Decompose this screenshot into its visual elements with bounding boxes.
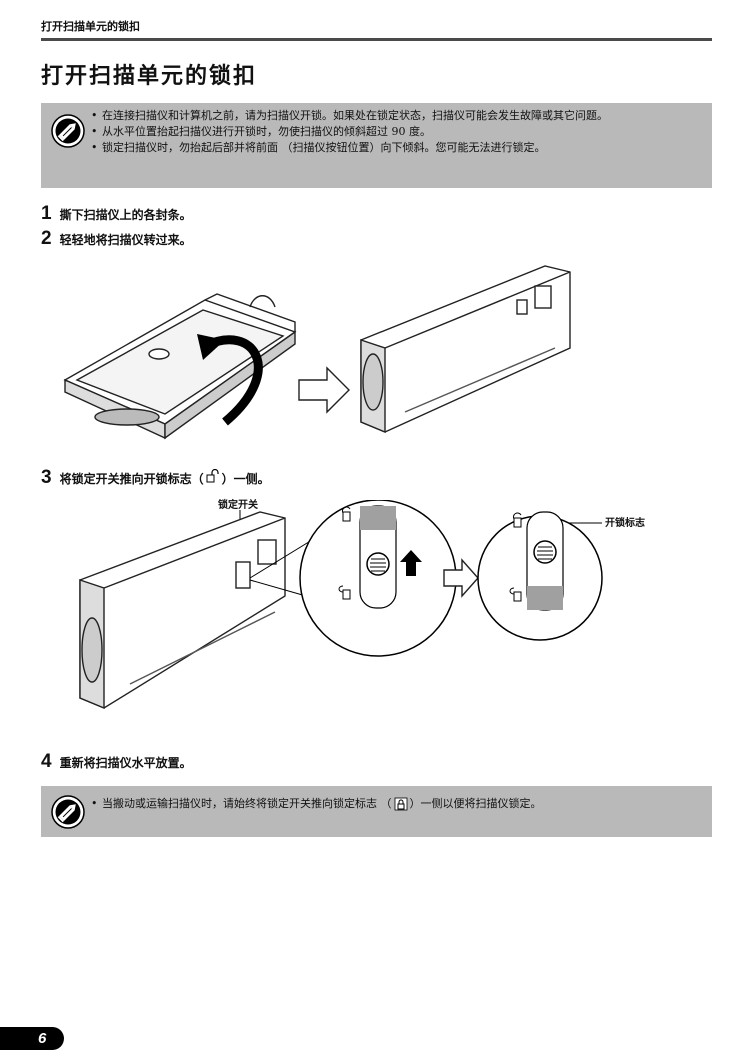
pencil-note-icon xyxy=(51,114,85,148)
step-number: 4 xyxy=(41,751,52,772)
note-item: 在连接扫描仪和计算机之前，请为扫描仪开锁。如果处在锁定状态，扫描仪可能会发生故障… xyxy=(91,108,702,124)
lock-switch-callout: 锁定开关 xyxy=(218,500,258,511)
note-item: 锁定扫描仪时，勿抬起后部并将前面 （扫描仪按钮位置）向下倾斜。您可能无法进行锁定… xyxy=(91,140,702,156)
step-number: 1 xyxy=(41,203,52,224)
note-item: 当搬动或运输扫描仪时，请始终将锁定开关推向锁定标志 （）一侧以便将扫描仪锁定。 xyxy=(91,796,702,812)
step-text: 轻轻地将扫描仪转过来。 xyxy=(59,233,192,247)
note-box-top: 在连接扫描仪和计算机之前，请为扫描仪开锁。如果处在锁定状态，扫描仪可能会发生故障… xyxy=(41,103,712,188)
lock-mark-icon xyxy=(509,587,522,602)
scanner-upright-image xyxy=(79,511,286,710)
step-2: 2 轻轻地将扫描仪转过来。 xyxy=(41,228,192,250)
scanner-upright-image xyxy=(360,265,571,434)
unlock-mark-callout: 开锁标志 xyxy=(605,518,645,529)
rotate-arrow-icon xyxy=(197,334,263,426)
magnified-locked-view xyxy=(299,500,457,657)
header-rule xyxy=(41,38,712,41)
unlock-mark-icon xyxy=(206,469,219,483)
step-text: 将锁定开关推向开锁标志（ xyxy=(59,472,204,486)
page-title: 打开扫描单元的锁扣 xyxy=(41,64,258,89)
up-arrow-icon xyxy=(400,550,422,576)
note-box-bottom: 当搬动或运输扫描仪时，请始终将锁定开关推向锁定标志 （）一侧以便将扫描仪锁定。 xyxy=(41,786,712,837)
note-item: 从水平位置抬起扫描仪进行开锁时，勿使扫描仪的倾斜超过 90 度。 xyxy=(91,124,702,140)
note-list-top: 在连接扫描仪和计算机之前，请为扫描仪开锁。如果处在锁定状态，扫描仪可能会发生故障… xyxy=(91,108,702,156)
step-text: ）一侧。 xyxy=(221,472,270,486)
step-3: 3 将锁定开关推向开锁标志（ ）一侧。 xyxy=(41,467,270,489)
step-text: 重新将扫描仪水平放置。 xyxy=(59,756,192,770)
unlock-mark-icon xyxy=(513,512,522,528)
running-header: 打开扫描单元的锁扣 xyxy=(41,20,140,33)
step-text: 撕下扫描仪上的各封条。 xyxy=(59,208,192,222)
magnified-unlocked-view xyxy=(477,511,603,641)
step-number: 2 xyxy=(41,228,52,249)
page-number: 6 xyxy=(38,1030,47,1047)
unlock-mark-icon xyxy=(342,506,351,522)
step-4: 4 重新将扫描仪水平放置。 xyxy=(41,751,192,773)
step-1: 1 撕下扫描仪上的各封条。 xyxy=(41,203,192,225)
scanner-flip-illustration xyxy=(63,265,571,440)
outline-right-arrow-icon xyxy=(298,366,350,414)
note-list-bottom: 当搬动或运输扫描仪时，请始终将锁定开关推向锁定标志 （）一侧以便将扫描仪锁定。 xyxy=(91,796,702,812)
pencil-note-icon xyxy=(51,795,85,829)
lock-mark-icon xyxy=(394,797,407,811)
lock-switch-illustration xyxy=(79,500,603,710)
outline-right-arrow-icon xyxy=(443,558,479,598)
page-number-tab xyxy=(0,1027,64,1050)
step-number: 3 xyxy=(41,467,52,488)
lock-mark-icon xyxy=(338,585,351,600)
